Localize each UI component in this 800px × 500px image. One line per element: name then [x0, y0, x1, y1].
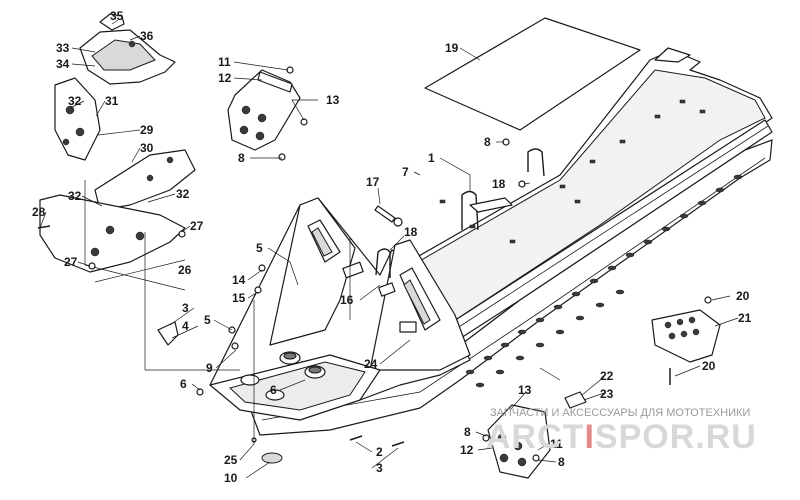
callout-11: 11: [550, 437, 563, 451]
callout-32: 32: [176, 187, 190, 201]
callout-33: 33: [56, 41, 70, 55]
leader-lines: [39, 19, 739, 479]
callout-4: 4: [182, 319, 189, 333]
callout-22: 22: [600, 369, 614, 383]
callout-27: 27: [64, 255, 78, 269]
callout-27: 27: [190, 219, 204, 233]
callout-5: 5: [256, 241, 263, 255]
watermark-logo-right: SPOR.RU: [595, 418, 757, 456]
watermark-logo: ARCTISPOR.RU: [486, 418, 757, 456]
hardware: [37, 66, 712, 464]
callout-25: 25: [224, 453, 238, 467]
callout-30: 30: [140, 141, 154, 155]
callout-13: 13: [326, 93, 340, 107]
callout-8: 8: [238, 151, 245, 165]
part-19-plate: [424, 17, 641, 131]
u-bolts: [375, 148, 545, 278]
callout-21: 21: [738, 311, 752, 325]
callout-23: 23: [600, 387, 614, 401]
callout-6: 6: [180, 377, 187, 391]
callout-3: 3: [376, 461, 383, 475]
callout-3: 3: [182, 301, 189, 315]
callout-19: 19: [445, 41, 459, 55]
callout-18: 18: [492, 177, 506, 191]
callout-13: 13: [518, 383, 532, 397]
callout-32: 32: [68, 94, 82, 108]
callout-12: 12: [460, 443, 474, 457]
callout-12: 12: [218, 71, 232, 85]
watermark-tagline: ЗАПЧАСТИ И АКСЕССУАРЫ ДЛЯ МОТОТЕХНИКИ: [490, 407, 750, 419]
callout-2: 2: [376, 445, 383, 459]
front-bulkhead: [209, 197, 471, 421]
callout-16: 16: [340, 293, 354, 307]
callout-17: 17: [366, 175, 380, 189]
callout-7: 7: [402, 165, 409, 179]
watermark-logo-mid: I: [584, 418, 594, 456]
callout-8: 8: [558, 455, 565, 469]
running-board-holes: [465, 174, 743, 388]
callout-20: 20: [736, 289, 750, 303]
callout-6: 6: [270, 383, 277, 397]
callout-24: 24: [364, 357, 378, 371]
callout-5: 5: [204, 313, 211, 327]
callout-32: 32: [68, 189, 82, 203]
callout-10: 10: [224, 471, 238, 485]
steering-bracket-group: [39, 13, 196, 291]
callout-15: 15: [232, 291, 246, 305]
callout-26: 26: [178, 263, 192, 277]
callout-14: 14: [232, 273, 246, 287]
callout-11: 11: [218, 55, 231, 69]
callout-34: 34: [56, 57, 70, 71]
callout-1: 1: [428, 151, 435, 165]
watermark: ЗАПЧАСТИ И АКСЕССУАРЫ ДЛЯ МОТОТЕХНИКИ AR…: [486, 407, 757, 456]
callout-20: 20: [702, 359, 716, 373]
callout-31: 31: [105, 94, 119, 108]
callout-18: 18: [404, 225, 418, 239]
callout-35: 35: [110, 9, 124, 23]
callout-8: 8: [464, 425, 471, 439]
part-21-step-plate: [651, 309, 721, 363]
watermark-logo-left: ARCT: [486, 418, 584, 456]
callout-29: 29: [140, 123, 154, 137]
callout-28: 28: [32, 205, 46, 219]
footrest-bracket-top: [227, 69, 301, 151]
callout-8: 8: [484, 135, 491, 149]
callout-36: 36: [140, 29, 154, 43]
callout-labels: 35 36 33 34 32 31 29 30 32 32 28 27 27 2…: [32, 9, 752, 485]
callout-9: 9: [206, 361, 213, 375]
